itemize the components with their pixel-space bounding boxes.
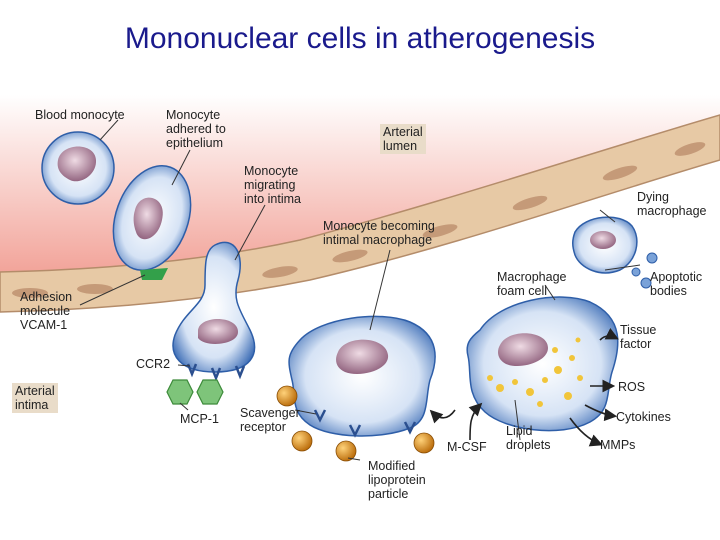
label-arterial-intima: Arterial intima — [12, 383, 58, 413]
foam-cell — [466, 296, 619, 432]
label-dying-macrophage: Dying macrophage — [637, 190, 707, 218]
label-mcp1: MCP-1 — [180, 412, 219, 426]
endothelial-nuclei — [12, 142, 706, 298]
leader-lines — [79, 119, 641, 461]
label-monocyte-migrating: Monocyte migrating into intima — [244, 164, 301, 206]
label-ros: ROS — [618, 380, 646, 394]
label-mmps: MMPs — [600, 438, 636, 452]
blood-monocyte-cell — [41, 131, 115, 205]
label-modified-lipoprotein: Modified lipoprotein particle — [368, 459, 426, 501]
label-monocyte-becoming: Monocyte becoming intimal macrophage — [323, 219, 435, 247]
diagram-title: Mononuclear cells in atherogenesis — [124, 22, 596, 55]
label-lipid-droplets: Lipid droplets — [506, 424, 551, 452]
atherogenesis-illustration — [0, 95, 720, 462]
modified-lipoprotein-particles — [276, 385, 435, 462]
label-scavenger-receptor: Scavenger receptor — [240, 406, 300, 434]
label-macrophage-foam-cell: Macrophage foam cell — [497, 270, 567, 298]
label-ccr2: CCR2 — [136, 357, 171, 371]
label-monocyte-adhered: Monocyte adhered to epithelium — [166, 108, 226, 150]
scavenger-receptors — [313, 409, 417, 438]
pathway-arrows — [429, 327, 619, 447]
label-tissue-factor: Tissue factor — [620, 323, 657, 351]
label-blood-monocyte: Blood monocyte — [35, 108, 125, 122]
adhered-monocyte-cell — [112, 165, 192, 280]
mcp1-molecules — [166, 379, 224, 405]
label-cytokines: Cytokines — [616, 410, 671, 424]
intimal-macrophage-cell — [288, 315, 436, 437]
lipid-droplets-dots — [487, 337, 583, 407]
apoptotic-bodies — [631, 252, 658, 289]
label-m-csf: M-CSF — [447, 440, 487, 454]
label-arterial-lumen: Arterial lumen — [380, 124, 426, 154]
label-adhesion-molecule: Adhesion molecule VCAM-1 — [20, 290, 73, 332]
ccr2-receptors — [186, 363, 246, 382]
dying-macrophage-cell — [572, 216, 638, 274]
label-apoptotic-bodies: Apoptotic bodies — [650, 270, 703, 298]
migrating-monocyte-cell — [172, 241, 256, 373]
